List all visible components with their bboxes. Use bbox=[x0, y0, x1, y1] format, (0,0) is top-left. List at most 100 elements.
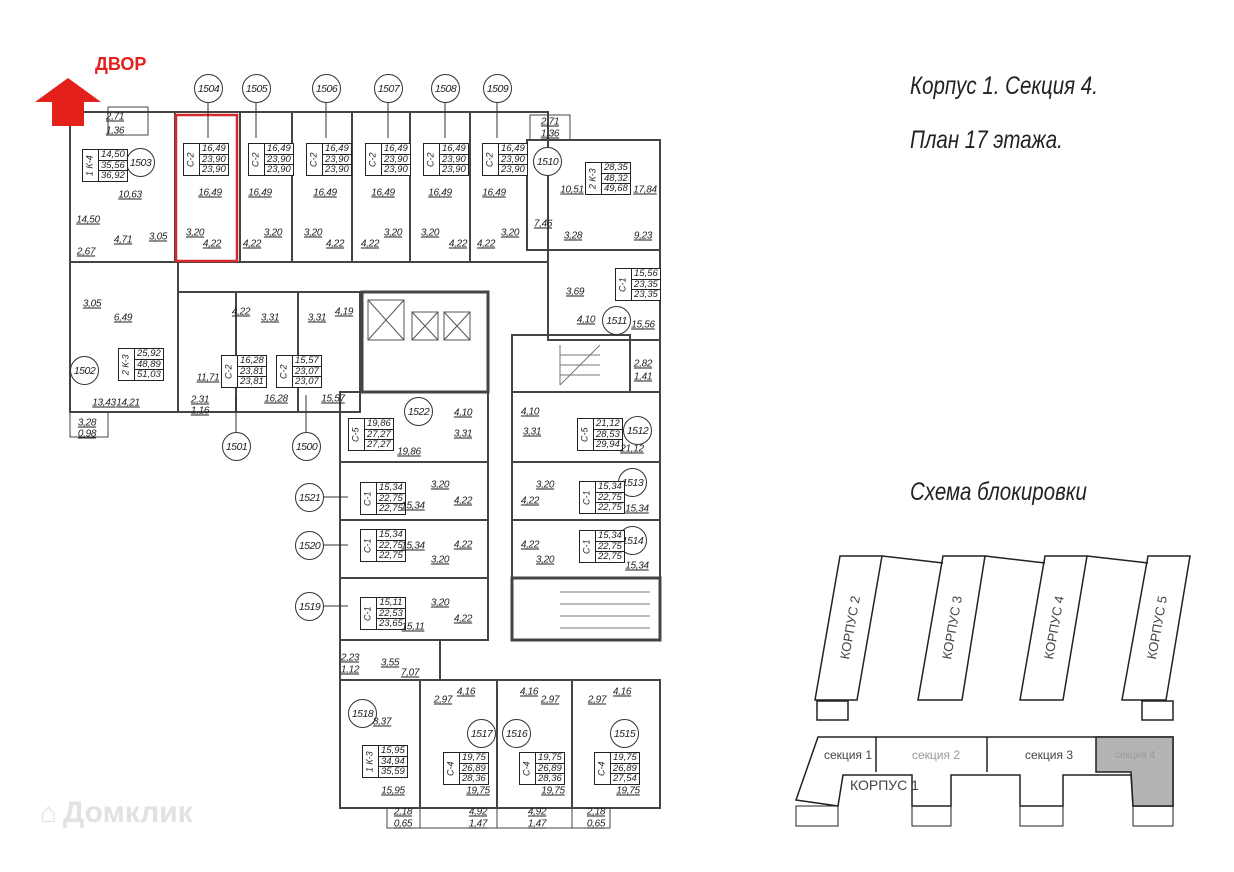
scheme-title: Схема блокировки bbox=[910, 478, 1087, 506]
total-area: 23,90 bbox=[265, 153, 293, 165]
room-area-label: 16,49 bbox=[428, 187, 452, 199]
apartment-number[interactable]: 1505 bbox=[242, 74, 271, 103]
room-area-label: 6,49 bbox=[113, 312, 133, 324]
apartment-number[interactable]: 1503 bbox=[126, 148, 155, 177]
room-area-label: 4,71 bbox=[113, 234, 133, 246]
apartment-number[interactable]: 1506 bbox=[312, 74, 341, 103]
total-area-with-balcony: 36,92 bbox=[101, 170, 125, 181]
total-area-with-balcony: 22,75 bbox=[598, 551, 622, 562]
highlighted-apartment-outline bbox=[174, 113, 239, 263]
room-area-label: 14,50 bbox=[76, 214, 100, 226]
apartment-type: С-2 bbox=[184, 144, 200, 175]
room-area-label: 4,10 bbox=[576, 314, 596, 326]
apartment-type: 2 К-3 bbox=[119, 349, 135, 380]
room-area-label: 2,18 bbox=[393, 806, 413, 818]
room-area-label: 4,22 bbox=[476, 238, 496, 250]
room-area-label: 16,28 bbox=[264, 393, 288, 405]
section-1-label: секция 1 bbox=[824, 748, 873, 762]
apartment-number[interactable]: 1508 bbox=[431, 74, 460, 103]
room-area-label: 4,22 bbox=[453, 613, 473, 625]
apartment-number[interactable]: 1519 bbox=[295, 592, 324, 621]
room-area-label: 14,21 bbox=[116, 397, 140, 409]
room-area-label: 9,23 bbox=[633, 230, 653, 242]
room-area-label: 2,97 bbox=[433, 694, 453, 706]
total-area-with-balcony: 23,90 bbox=[325, 164, 349, 175]
room-area-label: 4,10 bbox=[453, 407, 473, 419]
apartment-number[interactable]: 1515 bbox=[610, 719, 639, 748]
total-area: 22,75 bbox=[596, 540, 624, 552]
active-section-shape bbox=[1095, 736, 1174, 807]
apartment-number[interactable]: 1512 bbox=[623, 416, 652, 445]
living-area: 15,34 bbox=[596, 481, 624, 493]
apartment-number[interactable]: 1501 bbox=[222, 432, 251, 461]
room-area-label: 4,22 bbox=[448, 238, 468, 250]
building-5-shape bbox=[1121, 555, 1191, 701]
apartment-number[interactable]: 1520 bbox=[295, 531, 324, 560]
apartment-number[interactable]: 1500 bbox=[292, 432, 321, 461]
apartment-type: С-2 bbox=[307, 144, 323, 175]
room-area-label: 16,49 bbox=[313, 187, 337, 199]
apartment-number[interactable]: 1510 bbox=[533, 147, 562, 176]
room-area-label: 2,67 bbox=[76, 246, 96, 258]
section-title: Корпус 1. Секция 4. bbox=[910, 72, 1098, 100]
apartment-number[interactable]: 1518 bbox=[348, 699, 377, 728]
living-area: 28,35 bbox=[602, 162, 630, 174]
room-area-label: 3,20 bbox=[263, 227, 283, 239]
room-area-label: 2,82 bbox=[633, 358, 653, 370]
total-area-with-balcony: 23,07 bbox=[295, 376, 319, 387]
room-area-label: 2,71 bbox=[105, 111, 125, 123]
apartment-number[interactable]: 1502 bbox=[70, 356, 99, 385]
apartment-number[interactable]: 1507 bbox=[374, 74, 403, 103]
total-area: 23,07 bbox=[293, 365, 321, 377]
living-area: 15,57 bbox=[293, 355, 321, 367]
apartment-number[interactable]: 1517 bbox=[467, 719, 496, 748]
apartment-number[interactable]: 1509 bbox=[483, 74, 512, 103]
apartment-number[interactable]: 1522 bbox=[404, 397, 433, 426]
room-area-label: 21,12 bbox=[620, 443, 644, 455]
living-area: 15,34 bbox=[377, 529, 405, 541]
apartment-type: С-5 bbox=[349, 419, 365, 450]
room-area-label: 3,20 bbox=[430, 479, 450, 491]
apartment-number[interactable]: 1521 bbox=[295, 483, 324, 512]
house-logo-icon: ⌂ bbox=[40, 797, 57, 828]
building-1-label: КОРПУС 1 bbox=[850, 777, 919, 793]
total-area-with-balcony: 27,54 bbox=[613, 773, 637, 784]
room-area-label: 16,49 bbox=[248, 187, 272, 199]
apartment-number[interactable]: 1504 bbox=[194, 74, 223, 103]
living-area: 15,34 bbox=[377, 482, 405, 494]
apartment-number[interactable]: 1516 bbox=[502, 719, 531, 748]
room-area-label: 4,16 bbox=[456, 686, 476, 698]
section-4-label: секция 4 bbox=[1115, 750, 1156, 761]
total-area-with-balcony: 22,75 bbox=[379, 503, 403, 514]
room-area-label: 0,65 bbox=[586, 818, 606, 830]
apartment-type: С-4 bbox=[444, 753, 460, 784]
apartment-number[interactable]: 1511 bbox=[602, 306, 631, 335]
